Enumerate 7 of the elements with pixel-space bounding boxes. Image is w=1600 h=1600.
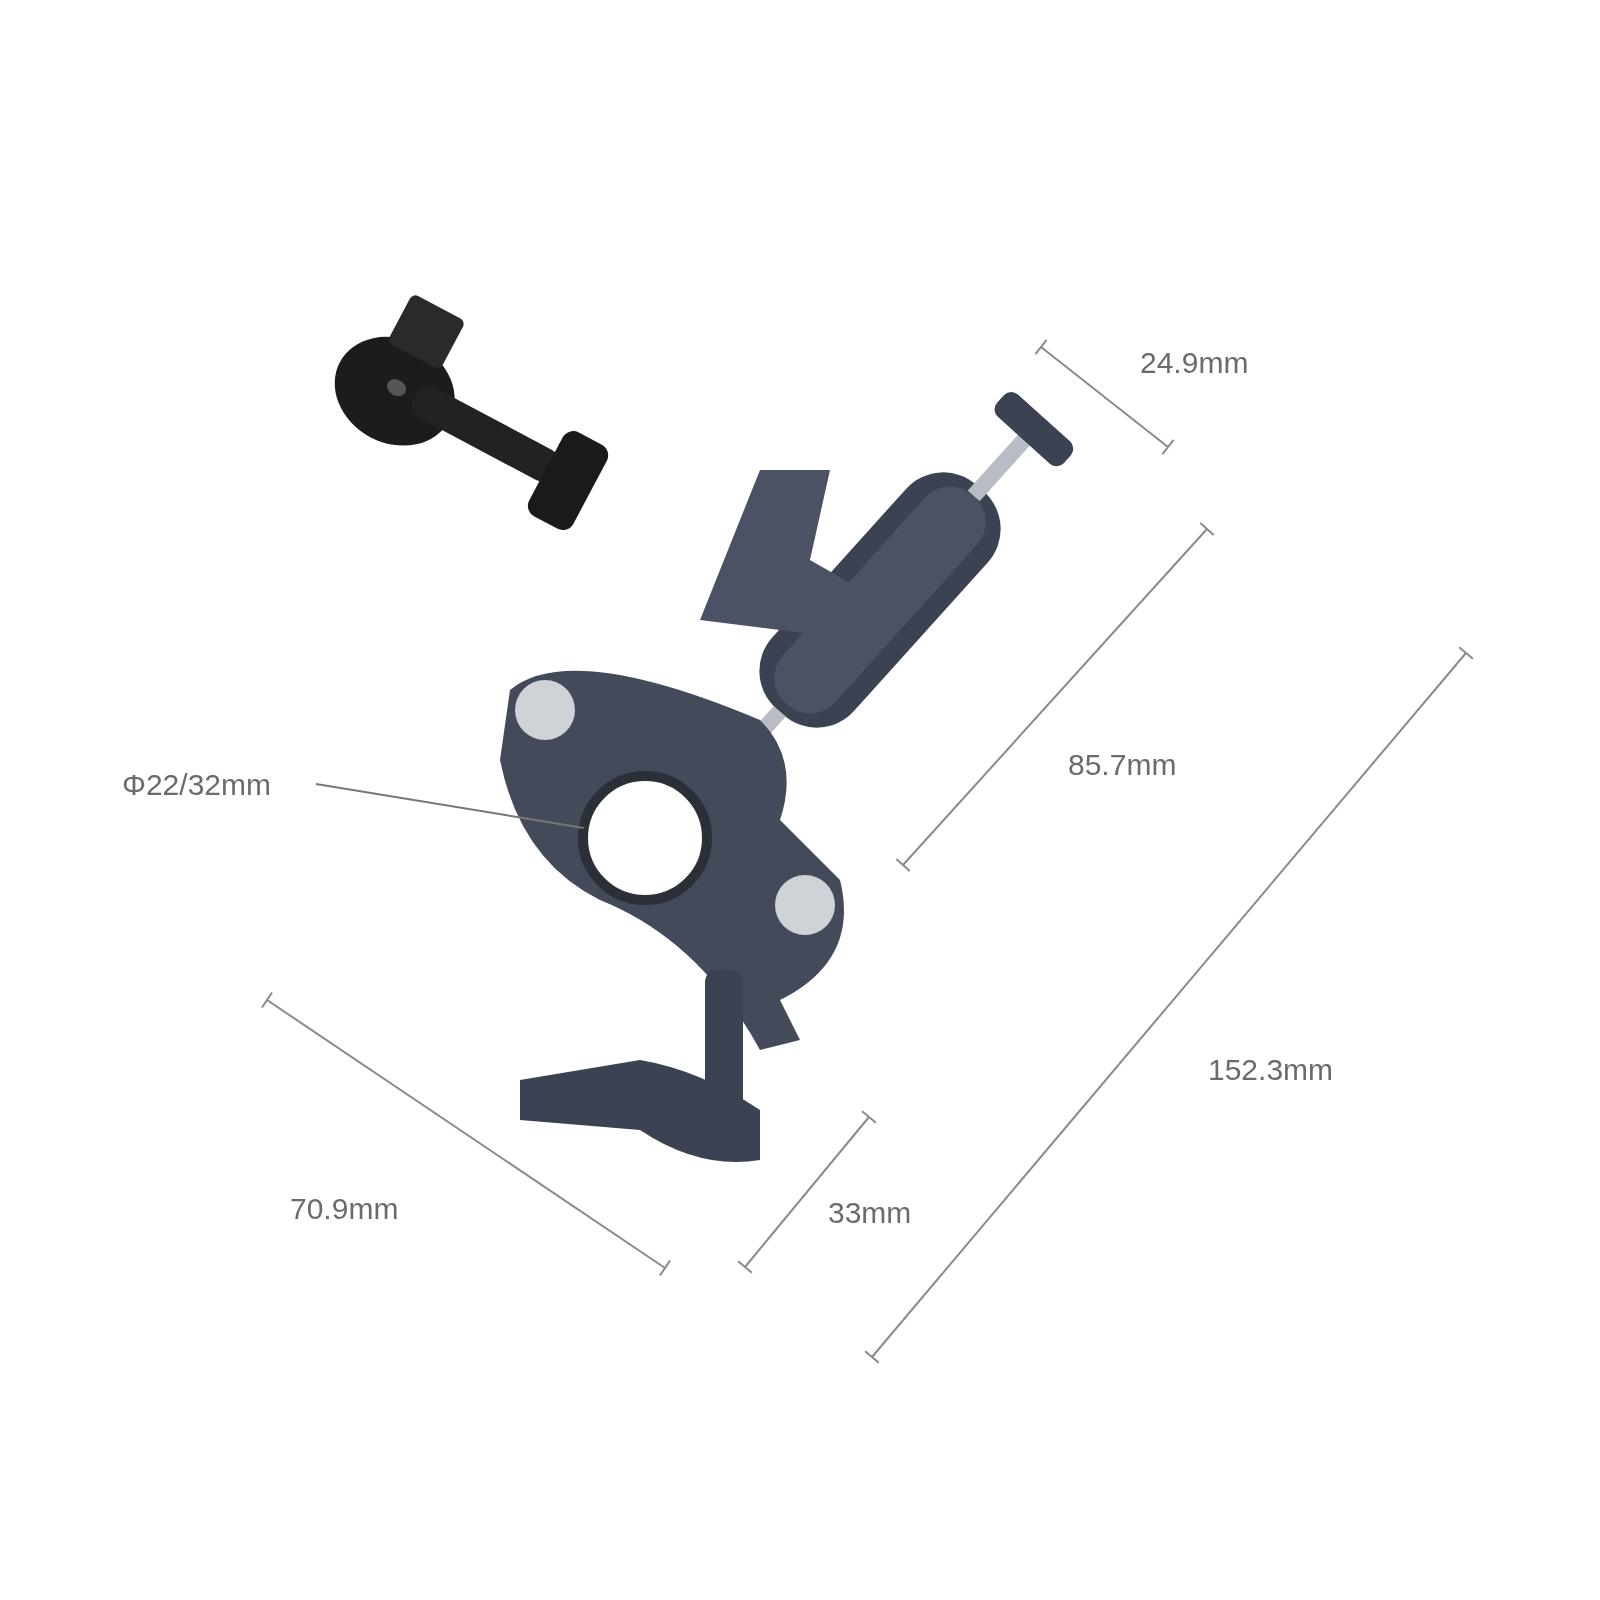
leader-line (315, 783, 585, 829)
dimension-label: 33mm (828, 1195, 912, 1231)
dimension-label: Φ22/32mm (122, 766, 271, 803)
dimension-label: 70.9mm (290, 1191, 399, 1227)
dimension-label: 24.9mm (1140, 345, 1249, 381)
dimension-label: 152.3mm (1208, 1052, 1334, 1088)
dimension-label: 85.7mm (1068, 747, 1177, 783)
